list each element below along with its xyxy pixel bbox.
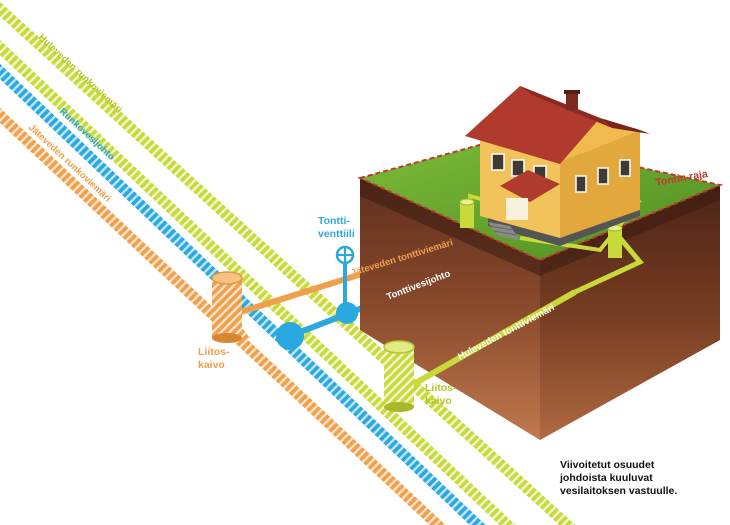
caption-line-3: vesilaitoksen vastuulle. (560, 485, 678, 497)
water-junction-main (276, 322, 304, 350)
responsibility-caption: Viivoitetut osuudet johdoista kuuluvat v… (560, 459, 725, 498)
label-plot-valve-line2: venttiili (318, 228, 355, 240)
connection-manhole-right (383, 340, 415, 412)
water-junction-valve (336, 302, 358, 324)
main-storm-pipe-lower (0, 1, 576, 525)
label-manhole-right-line1: Liitos- (425, 382, 457, 394)
caption-line-1: Viivoitetut osuudet (560, 459, 655, 471)
label-main-storm: Huleveden runkoviemäri (36, 32, 124, 115)
connection-manhole-left (211, 271, 243, 343)
main-storm-pipe-upper (0, 39, 516, 525)
plot-valve-wheel-icon (335, 245, 355, 265)
plot-manhole-small-right (607, 224, 623, 258)
caption-line-2: johdoista kuuluvat (560, 472, 653, 484)
house (465, 86, 650, 246)
label-manhole-left-line2: kaivo (198, 359, 225, 371)
plot-manhole-small-left (459, 198, 475, 228)
label-manhole-right-line2: kaivo (425, 395, 452, 407)
label-plot-valve-line1: Tontti- (318, 215, 350, 227)
label-manhole-left-line1: Liitos- (198, 346, 230, 358)
